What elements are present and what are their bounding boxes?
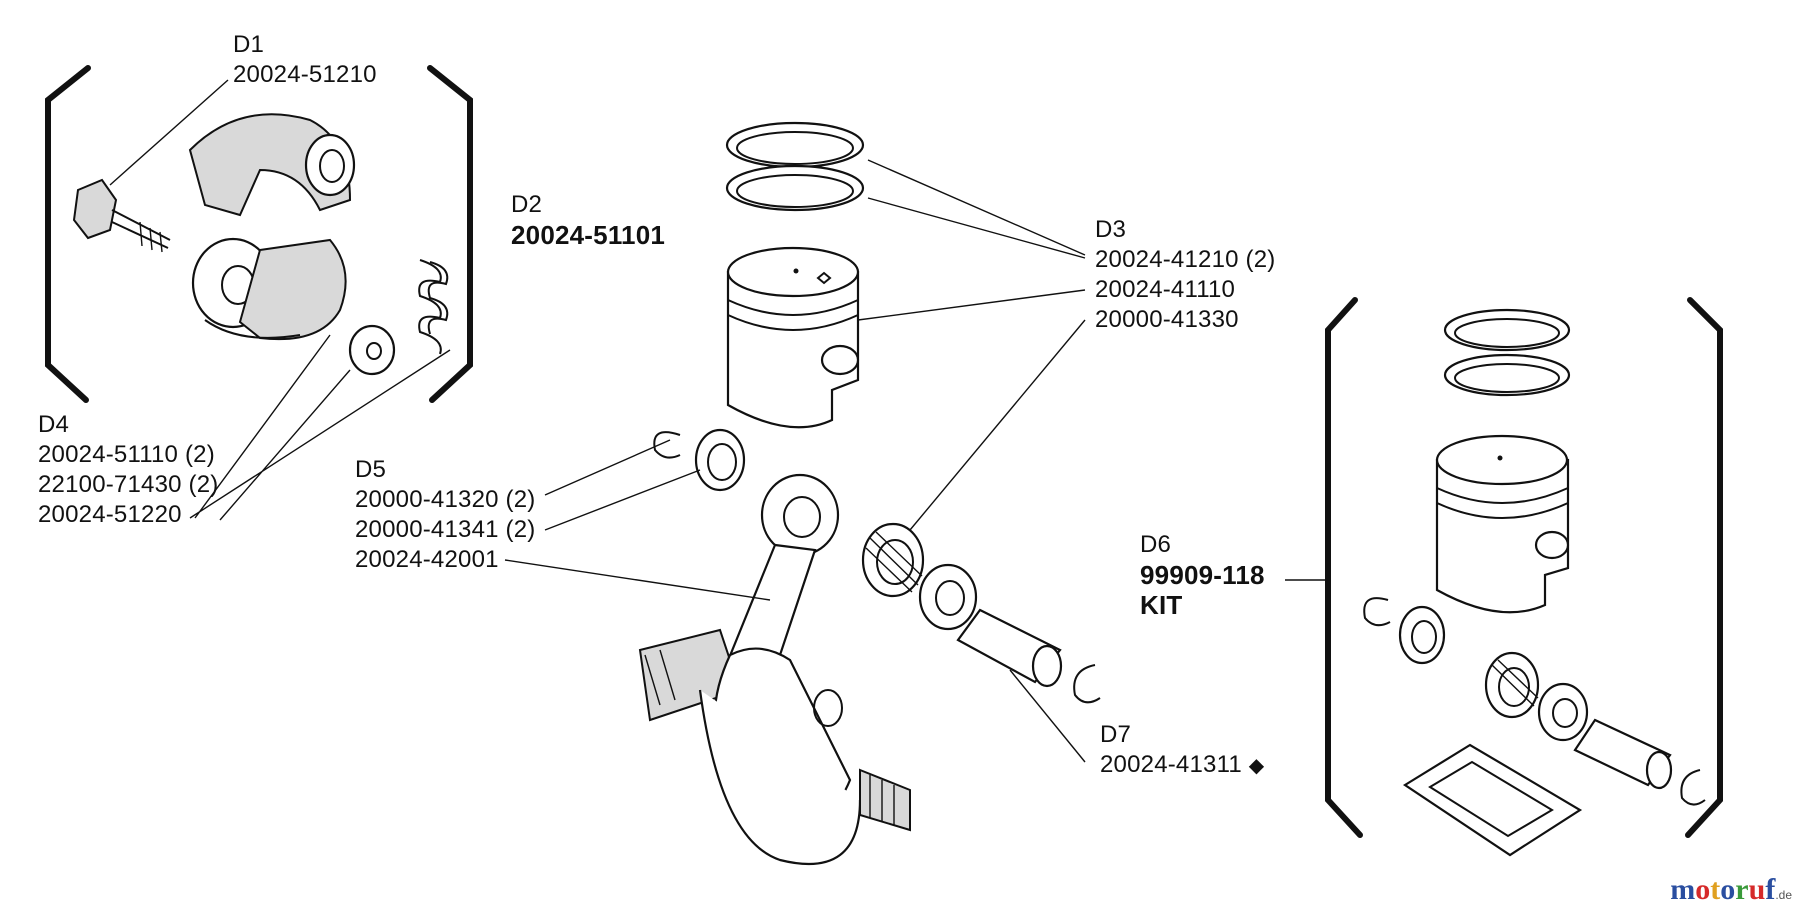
part-d5-1: 20000-41320 (2) [355, 486, 536, 513]
watermark-logo: motoruf.de [1670, 873, 1792, 907]
callout-d6: D6 99909-118 KIT [1140, 530, 1265, 620]
watermark-letter: m [1670, 873, 1696, 906]
clutch-shoe-lower [191, 237, 347, 341]
bracket-right-d6 [1685, 297, 1723, 838]
part-d4-1: 20024-51110 (2) [38, 441, 215, 468]
part-d7-1: 20024-41311 [1100, 751, 1242, 778]
ref-d2: D2 [511, 191, 543, 218]
kit-piston-pin [1573, 718, 1673, 790]
part-d4-2: 22100-71430 (2) [38, 471, 219, 498]
callout-d7: D7 20024-41311 ◆ [1100, 720, 1264, 781]
clutch-spring [418, 259, 449, 355]
small-end-bearing [694, 428, 746, 492]
piston-rings [725, 121, 865, 212]
watermark-domain: .de [1775, 888, 1792, 902]
kit-washer [1537, 682, 1589, 742]
watermark-letter: f [1765, 873, 1776, 906]
crankshaft [638, 473, 911, 865]
kit-gasket [1402, 743, 1583, 857]
ref-d3: D3 [1095, 216, 1127, 243]
thrust-washer [918, 563, 978, 631]
piston-pin [956, 608, 1063, 688]
part-d2-1: 20024-51101 [511, 220, 666, 250]
kit-circlip-right [1680, 769, 1706, 806]
diamond-marker-icon: ◆ [1248, 755, 1265, 777]
part-d7-row: 20024-41311 ◆ [1100, 750, 1264, 781]
part-d3-1: 20024-41210 (2) [1095, 246, 1276, 273]
kit-circlip-left [1363, 597, 1391, 627]
kit-needle-bearing [1484, 651, 1540, 719]
callout-d4: D4 20024-51110 (2) 22100-71430 (2) 20024… [38, 410, 218, 530]
part-d1-1: 20024-51210 [233, 61, 377, 88]
callout-d2: D2 20024-51101 [511, 190, 665, 250]
clutch-washer [348, 324, 396, 376]
part-d4-3: 20024-51220 [38, 501, 182, 528]
watermark-letter: t [1710, 873, 1721, 906]
callout-d3: D3 20024-41210 (2) 20024-41110 20000-413… [1095, 215, 1275, 335]
kit-piston [1435, 434, 1570, 614]
bracket-right-d2 [427, 65, 473, 403]
bracket-left-d2 [45, 65, 91, 403]
callout-d1: D1 20024-51210 [233, 30, 377, 90]
clutch-shoe-upper [188, 113, 356, 217]
kit-piston-rings [1443, 308, 1571, 397]
part-d6-1: 99909-118 [1140, 560, 1265, 590]
watermark-letter: o [1720, 873, 1736, 906]
part-d3-2: 20024-41110 [1095, 276, 1236, 303]
ref-d1: D1 [233, 31, 265, 58]
piston [726, 246, 860, 429]
watermark-letter: r [1735, 873, 1749, 906]
kit-small-bearing [1398, 605, 1446, 665]
ref-d5: D5 [355, 456, 387, 483]
clutch-bolt [72, 178, 171, 253]
ref-d6: D6 [1140, 531, 1172, 558]
circlip-right [1073, 664, 1101, 704]
part-d6-2: KIT [1140, 590, 1183, 620]
ref-d4: D4 [38, 411, 70, 438]
part-d5-2: 20000-41341 (2) [355, 516, 536, 543]
part-d5-3: 20024-42001 [355, 546, 499, 573]
leader-lines [109, 79, 1328, 763]
watermark-letter: u [1748, 873, 1766, 906]
watermark-letter: o [1695, 873, 1711, 906]
needle-bearing [861, 522, 925, 598]
ref-d7: D7 [1100, 721, 1132, 748]
bracket-left-d6 [1325, 297, 1363, 838]
callout-d5: D5 20000-41320 (2) 20000-41341 (2) 20024… [355, 455, 535, 575]
part-d3-3: 20000-41330 [1095, 306, 1239, 333]
circlip-left [653, 431, 681, 459]
